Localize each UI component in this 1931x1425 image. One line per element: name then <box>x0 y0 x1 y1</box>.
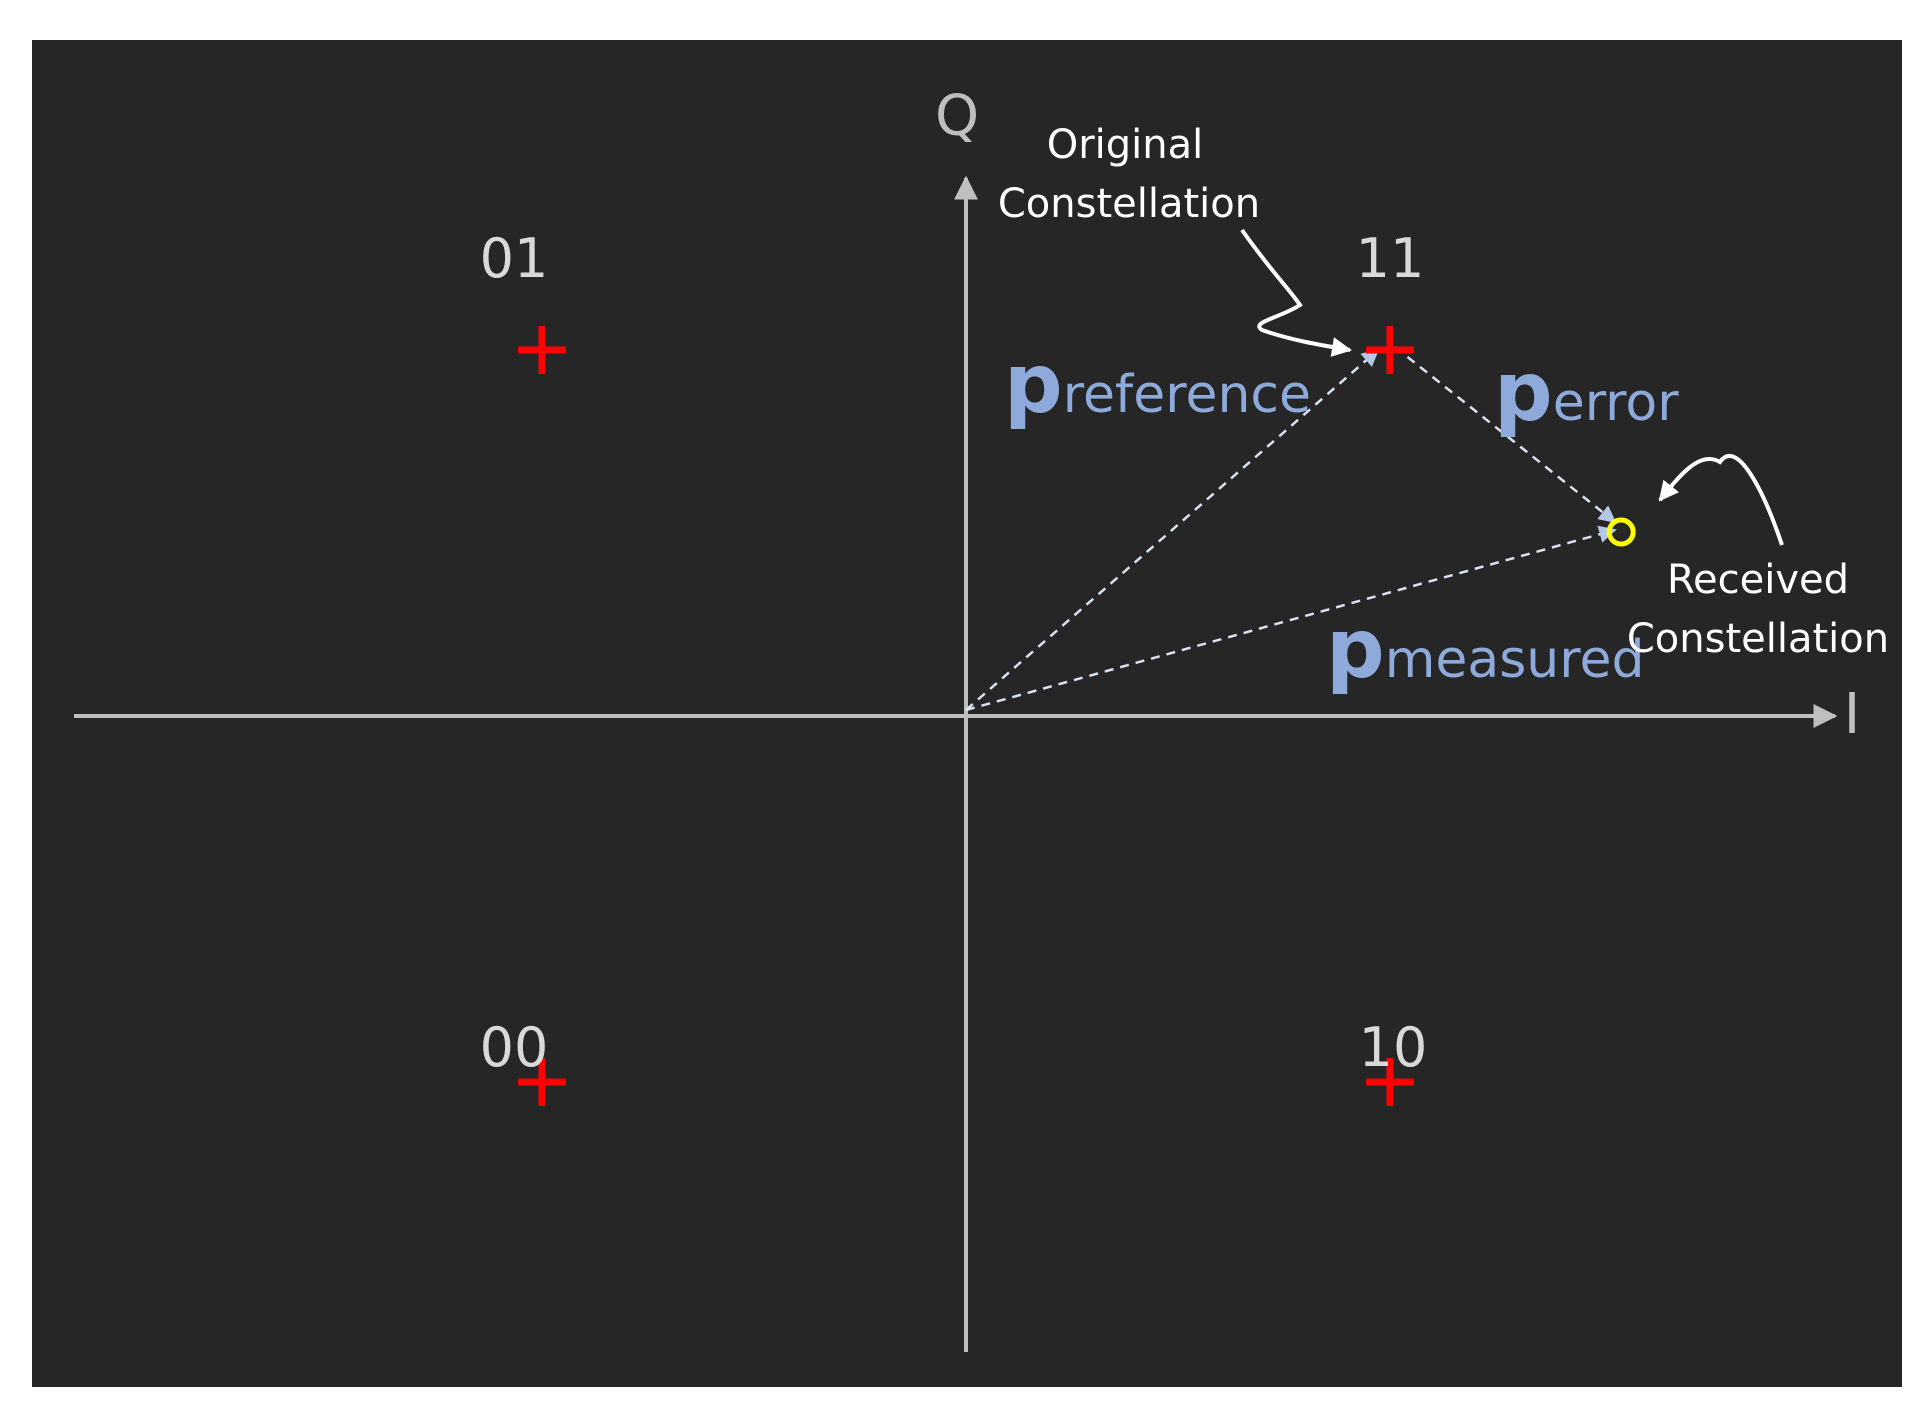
plus-icon <box>1366 1058 1414 1106</box>
symbol-00: 00 <box>480 1016 566 1106</box>
measured-vector <box>965 525 1617 712</box>
symbol-01: 01 <box>480 227 566 374</box>
received-constellation-label: Received <box>1667 557 1849 603</box>
symbol-label: 11 <box>1356 227 1425 290</box>
symbol-label: 00 <box>480 1016 549 1079</box>
reference-vector-label: preference <box>1004 337 1311 432</box>
symbol-label: 10 <box>1359 1016 1428 1079</box>
plus-icon <box>1366 326 1414 374</box>
received-constellation-label: Constellation <box>1627 616 1889 662</box>
original-constellation-label: Original <box>1047 122 1204 168</box>
symbol-10: 10 <box>1359 1016 1428 1106</box>
plus-icon <box>518 326 566 374</box>
error-vector-label: perror <box>1494 345 1679 440</box>
original-callout-arrow <box>1240 228 1352 357</box>
symbol-label: 01 <box>480 227 549 290</box>
measured-vector-label: pmeasured <box>1326 602 1645 697</box>
received-callout-arrow <box>1658 454 1784 546</box>
reference-vector <box>965 348 1380 711</box>
q-axis-label: Q <box>935 84 979 149</box>
symbol-11: 11 <box>1356 227 1425 374</box>
plus-icon <box>518 1058 566 1106</box>
circle-icon <box>1606 517 1636 547</box>
original-constellation-label: Constellation <box>998 181 1260 227</box>
i-axis-label: I <box>1844 682 1861 747</box>
